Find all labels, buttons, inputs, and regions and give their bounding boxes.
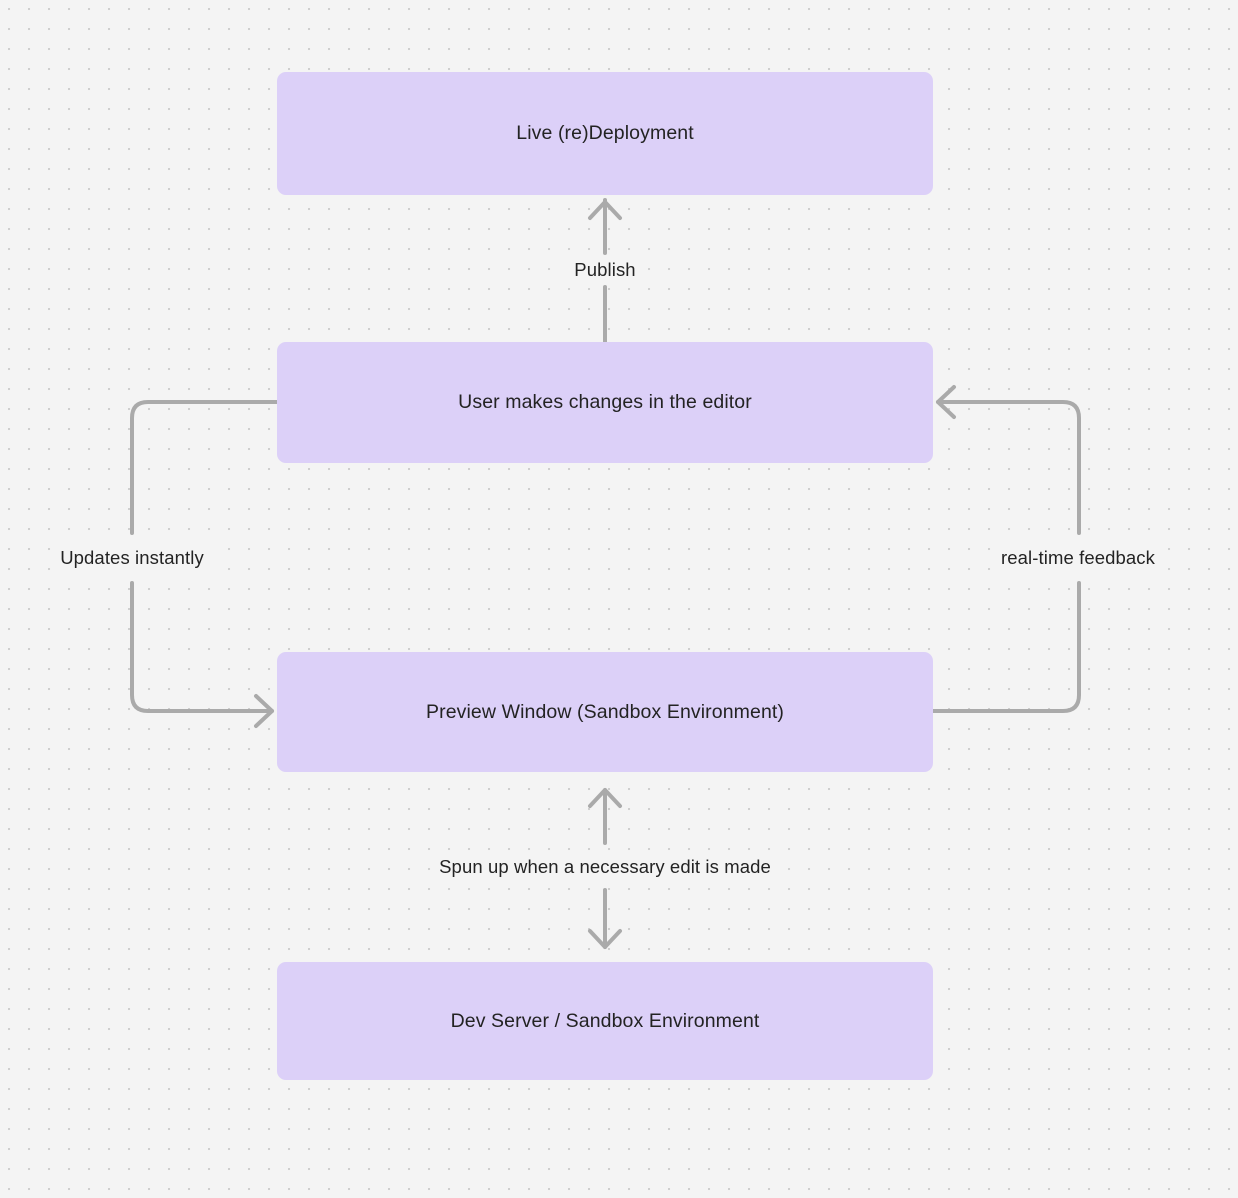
node-label: User makes changes in the editor <box>458 391 752 414</box>
edge-label-publish: Publish <box>567 256 643 284</box>
node-dev-server[interactable]: Dev Server / Sandbox Environment <box>277 962 933 1080</box>
node-preview-window[interactable]: Preview Window (Sandbox Environment) <box>277 652 933 772</box>
edge-label-updates-instantly: Updates instantly <box>53 544 211 572</box>
node-user-editor[interactable]: User makes changes in the editor <box>277 342 933 463</box>
node-label: Dev Server / Sandbox Environment <box>450 1009 760 1032</box>
edge-publish-arrowhead <box>588 200 622 220</box>
edge-feedback-line-lower <box>931 581 1081 713</box>
edge-feedback-line-upper <box>936 400 1081 535</box>
edge-feedback-arrowhead <box>936 385 956 419</box>
edge-updates-line-upper <box>130 400 279 535</box>
edge-updates-line-lower <box>130 581 274 713</box>
edge-spunup-arrowhead-down <box>588 929 622 949</box>
edge-label-real-time-feedback: real-time feedback <box>994 544 1162 572</box>
node-label: Preview Window (Sandbox Environment) <box>426 700 784 723</box>
edge-spunup-arrowhead-up <box>588 788 622 808</box>
node-label: Live (re)Deployment <box>516 122 694 145</box>
edge-updates-arrowhead <box>254 694 274 728</box>
edge-label-spun-up: Spun up when a necessary edit is made <box>432 853 778 881</box>
node-live-deployment[interactable]: Live (re)Deployment <box>277 72 933 195</box>
